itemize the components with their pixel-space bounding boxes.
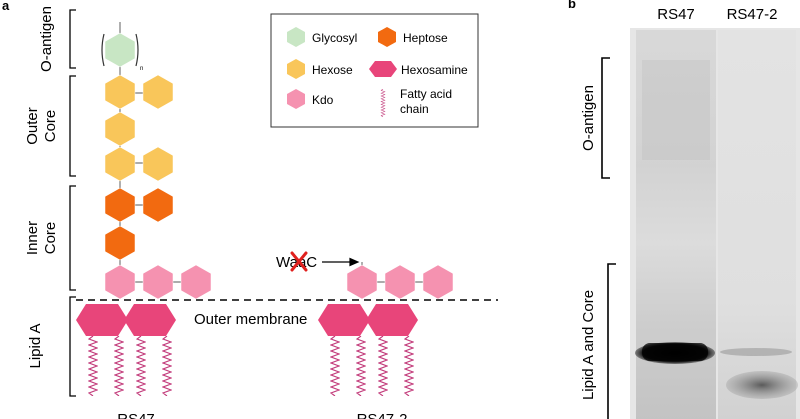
- kdo-hexagon: [180, 264, 212, 300]
- heptose-hexagon: [104, 225, 136, 261]
- hexose-hexagon: [104, 111, 136, 147]
- hexose-hexagon: [142, 74, 174, 110]
- region-label-outer-core-2: Core: [42, 110, 59, 143]
- gel-band-rs47-shadow: [642, 343, 708, 361]
- legend-glycosyl-swatch: [287, 27, 305, 47]
- legend-fatty-acid-label-1: Fatty acid: [400, 87, 452, 101]
- legend: Glycosyl Heptose Hexose Hexosamine Kdo F…: [270, 13, 479, 128]
- rs47-2-sugar-chain: [346, 264, 454, 300]
- region-label-inner-core-2: Core: [42, 222, 59, 255]
- legend-fatty-acid-label-2: chain: [400, 102, 429, 116]
- outer-membrane-label: Outer membrane: [194, 311, 307, 328]
- legend-glycosyl-label: Glycosyl: [312, 31, 357, 45]
- rs47-sugar-chain: [104, 32, 212, 300]
- glycosyl-hexagon: [104, 32, 136, 68]
- legend-hexose-swatch: [287, 59, 305, 79]
- rs47-lipid-a: [76, 304, 176, 396]
- region-label-o-antigen: O-antigen: [38, 6, 55, 72]
- gel-label-lipid-a-core: Lipid A and Core: [580, 290, 597, 400]
- region-label-inner-core-1: Inner: [24, 221, 41, 255]
- legend-hexose-label: Hexose: [312, 63, 353, 77]
- kdo-hexagon: [104, 264, 136, 300]
- legend-hexosamine-swatch: [369, 61, 397, 77]
- hexosamine-hexagon: [124, 304, 176, 336]
- gel-label-o-antigen: O-antigen: [580, 85, 597, 151]
- lps-structure-diagram: a O-antigen Outer Core Inner Core Lipid …: [2, 0, 498, 419]
- strain-label-rs47-2: RS47-2: [357, 411, 408, 419]
- gel-panel: b RS47 RS47-2 O-antigen Lipid A and Core: [568, 0, 800, 419]
- gel-bracket-lines: [601, 57, 616, 419]
- legend-kdo-label: Kdo: [312, 93, 334, 107]
- legend-heptose-swatch: [378, 27, 396, 47]
- strain-label-rs47: RS47: [117, 411, 155, 419]
- repeat-subscript-n: n: [140, 66, 143, 72]
- hexose-hexagon: [104, 146, 136, 182]
- kdo-hexagon: [384, 264, 416, 300]
- hexosamine-hexagon: [318, 304, 370, 336]
- kdo-hexagon: [346, 264, 378, 300]
- gel-band-rs47-2-core: [726, 371, 798, 399]
- kdo-hexagon: [422, 264, 454, 300]
- hexosamine-hexagon: [366, 304, 418, 336]
- hexose-hexagon: [142, 146, 174, 182]
- panel-label-a: a: [2, 0, 10, 13]
- gel-band-rs47-2-faint: [720, 348, 792, 356]
- heptose-hexagon: [104, 187, 136, 223]
- deletion-x-icon: [290, 251, 308, 272]
- hexosamine-hexagon: [76, 304, 128, 336]
- heptose-hexagon: [142, 187, 174, 223]
- region-label-outer-core-1: Outer: [24, 107, 41, 145]
- arrow-right-icon: [322, 257, 360, 267]
- hexose-hexagon: [104, 74, 136, 110]
- legend-heptose-label: Heptose: [403, 31, 448, 45]
- gel-lane-rs47-2: [718, 30, 796, 419]
- lane-label-rs47: RS47: [657, 6, 695, 23]
- panel-label-b: b: [568, 0, 576, 11]
- gel-o-antigen-smear: [642, 60, 710, 160]
- region-label-lipid-a: Lipid A: [27, 323, 44, 368]
- rs47-2-lipid-a: [318, 304, 418, 396]
- o-antigen-repeat-brackets: [101, 33, 139, 67]
- lane-label-rs47-2: RS47-2: [727, 6, 778, 23]
- region-bracket-lines: [69, 9, 76, 397]
- legend-kdo-swatch: [287, 89, 305, 109]
- legend-hexosamine-label: Hexosamine: [401, 63, 468, 77]
- kdo-hexagon: [142, 264, 174, 300]
